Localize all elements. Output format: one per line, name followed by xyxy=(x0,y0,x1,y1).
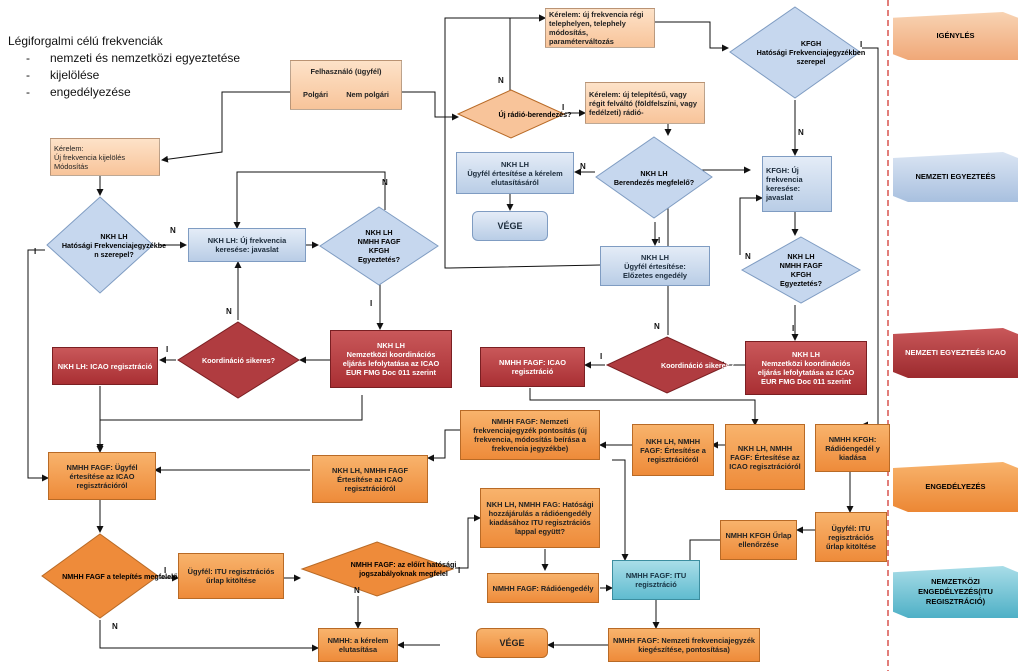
nmhh-national-registry-update-box: NMHH FAGF: Nemzeti frekvenciajegyzék pon… xyxy=(460,410,600,460)
coordination-success-decision: Koordináció sikeres? xyxy=(176,320,301,400)
nmhh-client-notify-box: NMHH FAGF: Ügyfél értesítése az ICAO reg… xyxy=(48,452,156,500)
nmhh-regulation-decision: NMHH FAGF: az előírt hatósági jogszabály… xyxy=(300,540,456,598)
label-n-9: N xyxy=(112,622,118,631)
nmhh-kfgh-form-check-box: NMHH KFGH Űrlap ellenőrzése xyxy=(720,520,797,560)
nkh-nmhh-notify-registration-box: NKH LH, NMHH FAGF: Értesítése a regisztr… xyxy=(632,424,714,476)
nkh-nmhh-notify-icao-box-2: NKH LH, NMHH FAGF: Értesítése az ICAO re… xyxy=(725,424,805,490)
label-n-3: N xyxy=(226,307,232,316)
end-box-bottom: VÉGE xyxy=(476,628,548,658)
legend-national-coordination: NEMZETI EGYEZTEÉS xyxy=(893,152,1018,202)
label-n-5: N xyxy=(580,162,586,171)
label-i-9: I xyxy=(164,566,167,575)
kfgh-new-frequency-box: KFGH: Új frekvencia keresése: javaslat xyxy=(762,156,832,212)
legend-licensing: ENGEDÉLYEZÉS xyxy=(893,462,1018,512)
title-item-2: -kijelölése xyxy=(26,68,100,82)
title-heading: Légiforgalmi célú frekvenciák xyxy=(8,34,163,48)
label-i-10: I xyxy=(458,566,461,575)
label-n-4: N xyxy=(498,76,504,85)
non-civil-label: Nem polgári xyxy=(346,90,389,99)
legend-request: IGÉNYLÉS xyxy=(893,12,1018,60)
label-i-4: I xyxy=(562,103,565,112)
title-item-3: -engedélyezése xyxy=(26,85,131,99)
coordination-success-decision-2: Koordináció sikeres? xyxy=(605,335,734,395)
nmhh-installation-decision: NMHH FAGF a telepítés megfelelő? xyxy=(40,532,182,620)
request-old-site-box: Kérelem: új frekvencia régi telephelyen,… xyxy=(545,8,655,48)
new-radio-decision: Új rádió-berendezés? xyxy=(456,88,572,140)
legend-international: NEMZETKÖZI ENGEDÉLYEZÉS(ITU REGISZTRÁCIÓ… xyxy=(893,566,1018,618)
label-i-7: I xyxy=(792,324,795,333)
title-item-1: -nemzeti és nemzetközi egyeztetése xyxy=(26,51,241,65)
label-n-8: N xyxy=(654,322,660,331)
nkh-rejection-notify-box: NKH LH Ügyfél értesítése a kérelem eluta… xyxy=(456,152,574,194)
label-i-1: I xyxy=(34,247,37,256)
nkh-nmhh-coordination-decision: NKH LH NMHH FAGF KFGH Egyeztetés? xyxy=(318,205,440,287)
nkh-registry-decision: NKH LH Hatósági Frekvenciajegyzékbe n sz… xyxy=(45,195,166,295)
label-i-2: I xyxy=(370,299,373,308)
request-new-install-box: Kérelem: új telepítésű, vagy régit felvá… xyxy=(585,82,705,124)
nkh-nmhh-authority-consent-box: NKH LH, NMHH FAG: Hatósági hozzájárulás … xyxy=(480,488,600,548)
civil-label: Polgári xyxy=(303,90,329,99)
nmhh-request-rejection-box: NMHH: a kérelem elutasítása xyxy=(318,628,398,662)
label-n-1: N xyxy=(170,226,176,235)
nkh-intl-coordination-box-2: NKH LH Nemzetközi koordinációs eljárás l… xyxy=(745,341,867,395)
nmhh-national-registry-complete-box: NMHH FAGF: Nemzeti frekvenciajegyzék kie… xyxy=(608,628,760,662)
request-new-frequency-box: Kérelem: Új frekvencia kijelölés Módosít… xyxy=(50,138,160,176)
kfgh-registry-decision: KFGH Hatósági Frekvenciajegyzékben szere… xyxy=(728,5,865,100)
label-n-10: N xyxy=(354,586,360,595)
page-title: Légiforgalmi célú frekvenciák -nemzeti é… xyxy=(8,33,240,101)
user-client-box: Felhasználó (ügyfél) Polgári Nem polgári xyxy=(290,60,402,110)
label-i-8: I xyxy=(600,352,603,361)
nkh-icao-registration-box: NKH LH: ICAO regisztráció xyxy=(52,347,158,385)
user-client-label: Felhasználó (ügyfél) xyxy=(310,67,382,76)
legend-national-icao: NEMZETI EGYEZTEÉS ICAO xyxy=(893,328,1018,378)
nkh-nmhh-kfgh-coordination-decision: NKH LH NMHH FAGF KFGH Egyeztetés? xyxy=(740,235,862,305)
nkh-intl-coordination-box: NKH LH Nemzetközi koordinációs eljárás l… xyxy=(330,330,452,388)
label-n-7: N xyxy=(745,252,751,261)
nkh-nmhh-notify-icao-box: NKH LH, NMHH FAGF Értesítése az ICAO reg… xyxy=(312,455,428,503)
nmhh-radio-license-box: NMHH FAGF: Rádióengedély xyxy=(487,573,599,603)
nkh-new-frequency-box: NKH LH: Új frekvencia keresése: javaslat xyxy=(188,228,306,262)
label-i-6: I xyxy=(860,40,863,49)
client-itu-form-box: Ügyfél: ITU regisztrációs űrlap kitöltés… xyxy=(178,553,284,599)
nmhh-icao-registration-box: NMHH FAGF: ICAO regisztráció xyxy=(480,347,585,387)
label-i-3: I xyxy=(166,345,169,354)
end-box-top: VÉGE xyxy=(472,211,548,241)
nkh-preliminary-license-box: NKH LH Ügyfél értesítése: Előzetes enged… xyxy=(600,246,710,286)
civil-options: Polgári Nem polgári xyxy=(294,90,398,99)
client-itu-form-box-2: Ügyfél: ITU regisztrációs űrlap kitöltés… xyxy=(815,512,887,562)
nmhh-kfgh-radio-license-box: NMHH KFGH: Rádióengedél y kiadása xyxy=(815,424,890,472)
nkh-equipment-decision: NKH LH Berendezés megfelelő? xyxy=(594,135,714,220)
label-n-6: N xyxy=(798,128,804,137)
label-i-5: I xyxy=(658,236,661,245)
label-n-2: N xyxy=(382,178,388,187)
nmhh-itu-registration-box: NMHH FAGF: ITU regisztráció xyxy=(612,560,700,600)
